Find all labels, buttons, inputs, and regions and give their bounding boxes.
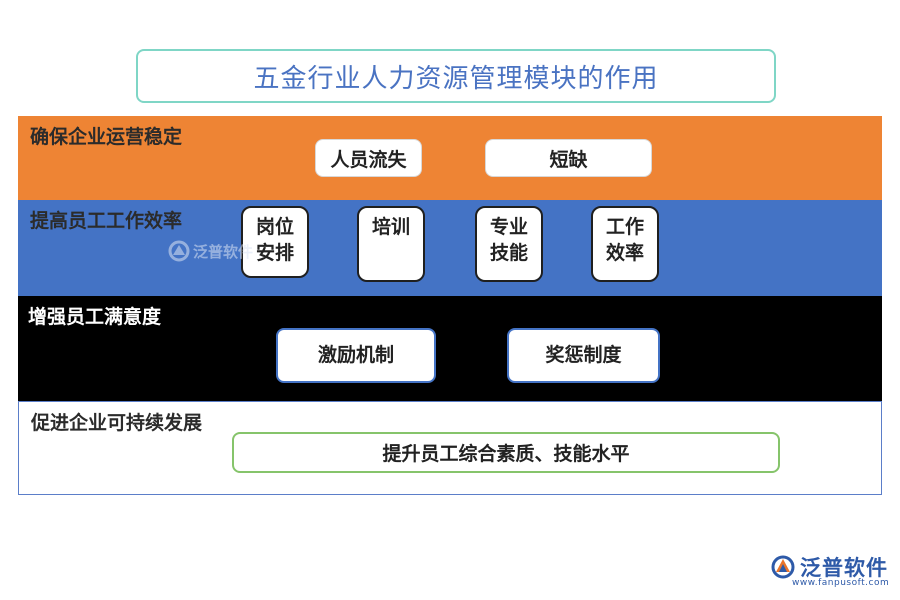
brand-logo-icon bbox=[771, 555, 795, 579]
diagram-title: 五金行业人力资源管理模块的作用 bbox=[136, 49, 776, 103]
band-sustainable-development: 促进企业可持续发展 提升员工综合素质、技能水平 bbox=[18, 401, 882, 495]
item-improve-quality-skills: 提升员工综合素质、技能水平 bbox=[232, 432, 780, 473]
band-employee-satisfaction: 增强员工满意度 激励机制 奖惩制度 bbox=[18, 296, 882, 401]
item-post-arrangement: 岗位 安排 bbox=[241, 206, 309, 278]
band-label: 促进企业可持续发展 bbox=[31, 412, 203, 434]
item-professional-skills: 专业 技能 bbox=[475, 206, 543, 282]
item-shortage: 短缺 bbox=[485, 139, 652, 177]
band-label: 确保企业运营稳定 bbox=[30, 126, 183, 148]
band-operation-stability: 确保企业运营稳定 人员流失 短缺 bbox=[18, 116, 882, 200]
item-staff-loss: 人员流失 bbox=[315, 139, 422, 177]
brand-logo-text: 泛普软件 bbox=[800, 556, 888, 580]
band-work-efficiency: 提高员工工作效率 岗位 安排 培训 专业 技能 工作 效率 bbox=[18, 200, 882, 296]
item-training: 培训 bbox=[357, 206, 425, 282]
band-label: 提高员工工作效率 bbox=[30, 210, 183, 232]
brand-logo: 泛普软件 bbox=[770, 552, 888, 582]
item-incentive-mechanism: 激励机制 bbox=[276, 328, 436, 383]
band-label: 增强员工满意度 bbox=[28, 306, 162, 328]
item-reward-punishment-system: 奖惩制度 bbox=[507, 328, 660, 383]
brand-url: www.fanpusoft.com bbox=[792, 578, 890, 588]
item-work-efficiency: 工作 效率 bbox=[591, 206, 659, 282]
